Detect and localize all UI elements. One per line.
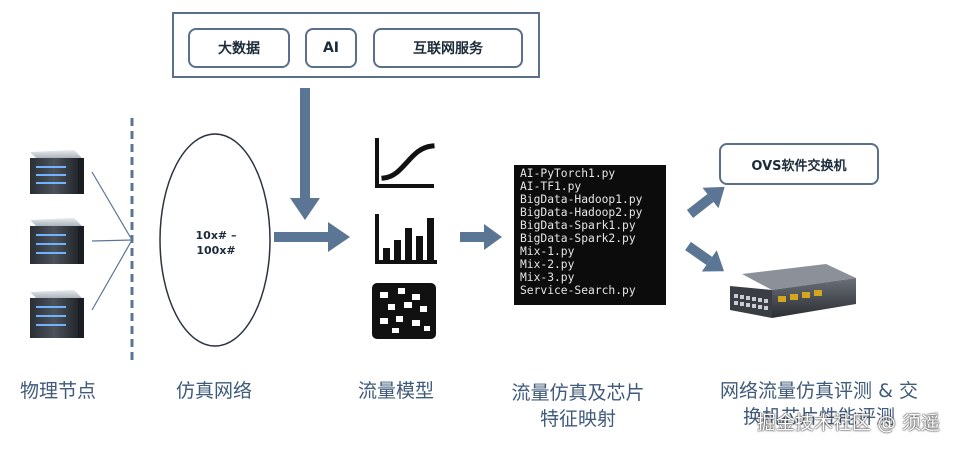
server-icon (30, 150, 84, 194)
label-evaluation-line1: 网络流量仿真评测 & 交 (720, 380, 918, 402)
diagonal-down-arrow-icon (685, 241, 725, 272)
tag-internet-services: 互联网服务 (373, 28, 523, 68)
terminal-line: Service-Search.py (520, 283, 636, 297)
label-traffic-model: 流量模型 (357, 380, 434, 402)
label-evaluation-line2: 换机芯片性能评测 (742, 406, 895, 428)
ellipse-text-line2: 100x# (196, 244, 236, 257)
watermark-text: 掘金技术社区 @ 须遥 (756, 412, 940, 434)
terminal-line: BigData-Hadoop2.py (520, 205, 643, 219)
terminal-line: Mix-1.py (520, 244, 575, 258)
tag-ai: AI (305, 28, 357, 68)
growth-curve-icon (375, 138, 435, 188)
ovs-switch-box: OVS软件交换机 (719, 143, 879, 185)
label-evaluation: 网络流量仿真评测 & 交 换机芯片性能评测 (688, 378, 950, 430)
block-pattern-icon (372, 283, 436, 339)
script-terminal: AI-PyTorch1.py AI-TF1.py BigData-Hadoop1… (514, 165, 666, 305)
right-arrow-icon (460, 224, 502, 250)
label-traffic-sim: 流量仿真及芯片 特征映射 (488, 380, 668, 432)
terminal-line: Mix-3.py (520, 270, 575, 284)
label-physical-nodes: 物理节点 (19, 380, 96, 402)
ellipse-text: 10x# – 100x# (186, 228, 246, 258)
terminal-line: BigData-Hadoop1.py (520, 192, 643, 206)
server-icon (30, 218, 84, 264)
label-traffic-sim-line1: 流量仿真及芯片 (511, 382, 645, 404)
tag-big-data: 大数据 (188, 28, 290, 68)
terminal-line: Mix-2.py (520, 257, 575, 271)
terminal-line: BigData-Spark2.py (520, 231, 636, 245)
terminal-line: BigData-Spark1.py (520, 218, 636, 232)
terminal-line: AI-TF1.py (520, 179, 582, 193)
label-sim-network: 仿真网络 (175, 380, 252, 402)
server-icon (30, 290, 84, 338)
diagonal-up-arrow-icon (686, 186, 725, 218)
right-arrow-icon (274, 222, 350, 252)
network-ellipse (159, 133, 271, 347)
down-arrow-icon (290, 88, 320, 220)
ellipse-text-line1: 10x# – (195, 229, 237, 242)
network-switch-icon (730, 264, 856, 318)
bar-chart-icon (375, 214, 437, 264)
terminal-line: AI-PyTorch1.py (520, 167, 616, 180)
node-connection-lines (91, 171, 133, 311)
label-traffic-sim-line2: 特征映射 (539, 408, 616, 430)
